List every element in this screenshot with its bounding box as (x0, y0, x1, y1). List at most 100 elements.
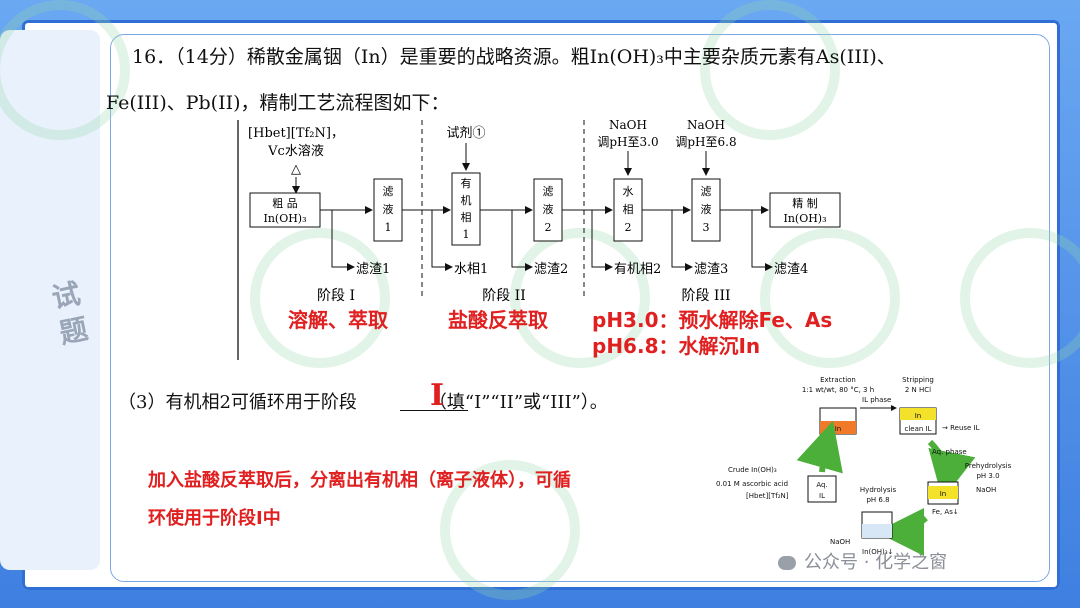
cycle-hydrolysis-ph: pH 6.8 (866, 496, 889, 504)
watermark-circle (510, 228, 650, 368)
footer-text: 公众号 · 化学之窗 (804, 552, 948, 573)
output-aqueous-1: 水相1 (454, 262, 488, 277)
watermark-circle (960, 228, 1080, 368)
box-refined-line-2: In(OH)₃ (783, 212, 826, 225)
stage-3-note-2: pH6.8：水解沉In (592, 334, 760, 358)
cycle-in-label-1: In (835, 425, 842, 433)
box-filtrate-2-c2: 液 (543, 202, 554, 216)
output-residue-4: 滤渣4 (774, 262, 808, 277)
box-organic-1-c4: 1 (463, 228, 470, 241)
box-organic-1-c1: 有 (461, 176, 472, 190)
reagent-heat: △ (291, 162, 301, 177)
naoh-label-1: NaOH (609, 118, 647, 132)
cycle-in-yellow-layer (900, 408, 936, 420)
explanation-line-2: 环使用于阶段I中 (148, 508, 281, 529)
cycle-naoh-1: NaOH (976, 486, 996, 494)
box-filtrate-1-c3: 1 (385, 221, 392, 234)
box-filtrate-2-c1: 滤 (543, 185, 554, 198)
stage-3-label: 阶段 III (681, 288, 730, 304)
cycle-fe-as: Fe, As↓ (932, 508, 959, 516)
output-organic-2: 有机相2 (614, 262, 661, 277)
box-filtrate-1-c1: 滤 (383, 185, 394, 198)
watermark-circle (250, 228, 390, 368)
recycling-cycle-diagram: Extraction 1:1 wt/wt, 80 °C, 3 h In IL p… (716, 376, 1012, 556)
box-crude (249, 192, 321, 228)
cycle-in-label-2: In (915, 412, 922, 420)
cycle-ascorbic: 0.01 M ascorbic acid (716, 480, 788, 488)
cycle-clean-il: clean IL (904, 425, 931, 433)
watermark-circle (440, 460, 580, 600)
watermark-circle (0, 0, 130, 140)
explanation-line-1: 加入盐酸反萃取后，分离出有机相（离子液体），可循 (148, 470, 571, 491)
box-organic-1 (451, 172, 481, 246)
box-filtrate-1 (373, 178, 403, 242)
cycle-hydrolysis: Hydrolysis (860, 486, 897, 494)
box-filtrate-1-c2: 液 (383, 202, 394, 216)
cycle-stripping: Stripping (902, 376, 934, 384)
answer-blank (400, 410, 468, 411)
wechat-icon (778, 556, 796, 570)
cycle-yellow-fill (928, 486, 958, 499)
box-filtrate-3-c3: 3 (703, 221, 710, 234)
box-aqueous-2-c2: 相 (623, 203, 634, 216)
cycle-in-label-3: In (940, 490, 947, 498)
question-line-1: 16．（14分）稀散金属铟（In）是重要的战略资源。粗In(OH)₃中主要杂质元… (132, 46, 896, 68)
process-flow-diagram: [Hbet][Tf₂N]， Vc水溶液 △ 试剂① NaOH 调pH至3.0 N… (237, 118, 841, 360)
ph-6-8-label: 调pH至6.8 (675, 135, 736, 149)
box-refined-line-1: 精 制 (792, 197, 818, 210)
reagent-ionic-liquid: [Hbet][Tf₂N]， (248, 126, 344, 141)
subquestion-3: （3）有机相2可循环用于阶段 （填“I”“II”或“III”）。 (118, 388, 608, 414)
cycle-green-arrow-3 (796, 420, 843, 474)
subquestion-3-text: （3）有机相2可循环用于阶段 (118, 392, 357, 413)
cycle-hydrolysis-fill (862, 524, 892, 538)
answer-mark: I (430, 378, 445, 413)
cycle-il: IL (819, 492, 825, 500)
cycle-green-arrow-2 (876, 507, 928, 556)
stage-2-label: 阶段 II (482, 288, 526, 304)
watermark-circle (700, 0, 840, 140)
box-filtrate-3-c1: 滤 (701, 185, 712, 198)
subquestion-3-tail: （填“I”“II”或“III”）。 (428, 392, 608, 413)
box-organic-1-c3: 相 (461, 211, 472, 224)
question-line-2: Fe(III)、Pb(II)，精制工艺流程图如下： (106, 92, 450, 114)
box-filtrate-3-c2: 液 (701, 202, 712, 216)
cycle-green-arrow-1 (927, 439, 976, 500)
output-residue-3: 滤渣3 (694, 262, 728, 277)
cycle-extraction-cond: 1:1 wt/wt, 80 °C, 3 h (802, 386, 874, 394)
cycle-aq-phase: Aq. phase (932, 448, 967, 456)
cycle-prehydrolysis-ph: pH 3.0 (976, 472, 999, 480)
cycle-stripping-cond: 2 N HCl (905, 386, 931, 394)
box-crude-line-2: In(OH)₃ (263, 212, 306, 225)
stage-1-note: 溶解、萃取 (288, 308, 388, 332)
output-residue-1: 滤渣1 (356, 262, 390, 277)
cycle-in-oh3: In(OH)₃↓ (862, 548, 893, 556)
footer-source: 公众号 · 化学之窗 (778, 548, 947, 574)
ph-3-label: 调pH至3.0 (597, 135, 658, 149)
reagent-1: 试剂① (446, 126, 485, 141)
box-aqueous-2-c3: 2 (625, 221, 632, 234)
cycle-extraction: Extraction (820, 376, 856, 384)
box-filtrate-2-c3: 2 (545, 221, 552, 234)
output-residue-2: 滤渣2 (534, 262, 568, 277)
cycle-aq: Aq. (816, 481, 827, 489)
stage-2-note: 盐酸反萃取 (448, 308, 548, 332)
box-refined (769, 192, 841, 228)
explanation: 加入盐酸反萃取后，分离出有机相（离子液体），可循 环使用于阶段I中 (148, 462, 708, 538)
box-crude-line-1: 粗 品 (272, 197, 298, 210)
reagent-vc-solution: Vc水溶液 (267, 144, 324, 159)
cycle-reuse-il: → Reuse IL (942, 424, 980, 432)
cycle-crude: Crude In(OH)₃ (728, 466, 777, 474)
cycle-hbet: [Hbet][Tf₂N] (746, 492, 789, 500)
stage-3-note-1: pH3.0：预水解除Fe、As (592, 308, 832, 332)
box-filtrate-2 (533, 178, 563, 242)
cycle-prehydrolysis: Prehydrolysis (965, 462, 1012, 470)
box-aqueous-2-c1: 水 (623, 185, 634, 198)
stage-1-label: 阶段 I (317, 288, 355, 304)
box-organic-1-c2: 机 (461, 193, 472, 207)
cycle-naoh-2: NaOH (830, 538, 850, 546)
box-filtrate-3 (691, 178, 721, 242)
naoh-label-2: NaOH (687, 118, 725, 132)
cycle-feed-vessel (807, 475, 837, 503)
watermark-circle (760, 228, 900, 368)
cycle-il-phase: IL phase (862, 396, 891, 404)
